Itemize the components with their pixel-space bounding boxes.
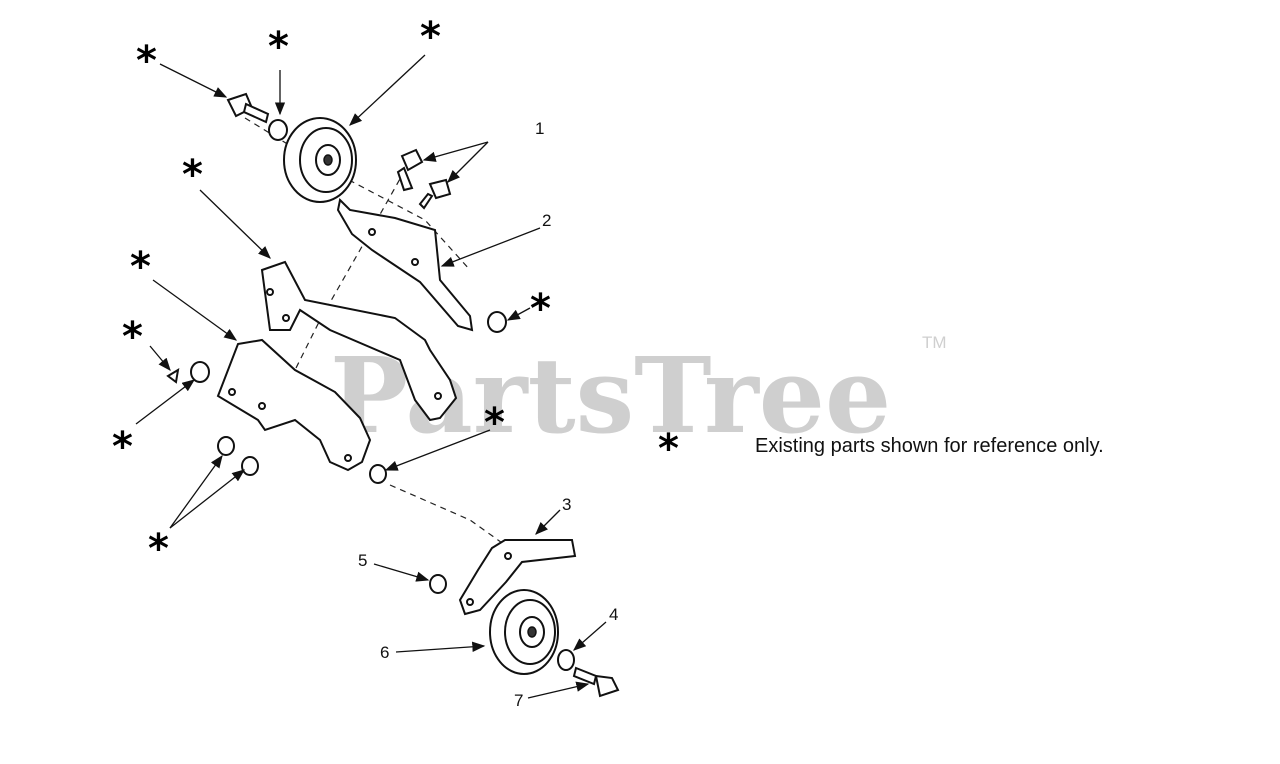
lower-plate-hole [228,388,236,396]
callout-6: 6 [380,643,389,662]
part-3-hole [504,552,512,560]
part-5-nut [429,574,447,594]
part-1-bolt-a [396,148,424,192]
part-6-pulley [489,589,559,675]
callout-3: 3 [562,495,571,514]
center-nut [369,464,387,484]
reference-star: * [112,424,133,470]
callout-5: 5 [358,551,367,570]
callout-2: 2 [542,211,551,230]
reference-star: * [122,314,143,360]
lower-bracket-plate [216,338,372,472]
legend-text: Existing parts shown for reference only. [755,435,1104,457]
mid-plate-hole [434,392,442,400]
part-7-bolt [572,666,620,698]
top-bolt [226,92,270,124]
mid-plate-hole [282,314,290,322]
reference-star: * [484,400,505,446]
cotter-pin [166,368,180,384]
legend-star: * [658,426,679,472]
reference-star: * [268,24,289,70]
lower-plate-hole [258,402,266,410]
lower-plate-hole [344,454,352,462]
assembly-axis-lower [389,484,506,546]
callout-4: 4 [609,605,618,624]
part-2-hole [411,258,419,266]
reference-star: * [530,286,551,332]
top-pulley [283,117,357,203]
right-nut [487,311,507,333]
part-1-bolt-b [418,178,452,210]
mid-plate-hole [266,288,274,296]
reference-star: * [148,526,169,572]
lower-left-nut-b [241,456,259,476]
callout-1: 1 [535,119,544,138]
reference-star: * [182,152,203,198]
mid-bracket-plate [260,260,458,422]
reference-star: * [130,244,151,290]
lower-left-nut-a [217,436,235,456]
callout-7: 7 [514,691,523,710]
part-2-hole [368,228,376,236]
part-3-hole [466,598,474,606]
part-4-washer [557,649,575,671]
top-washer [268,119,288,141]
reference-star: * [136,38,157,84]
reference-star: * [420,14,441,60]
left-nut [190,361,210,383]
watermark-trademark: TM [922,333,947,352]
part-3-bracket [458,539,577,616]
